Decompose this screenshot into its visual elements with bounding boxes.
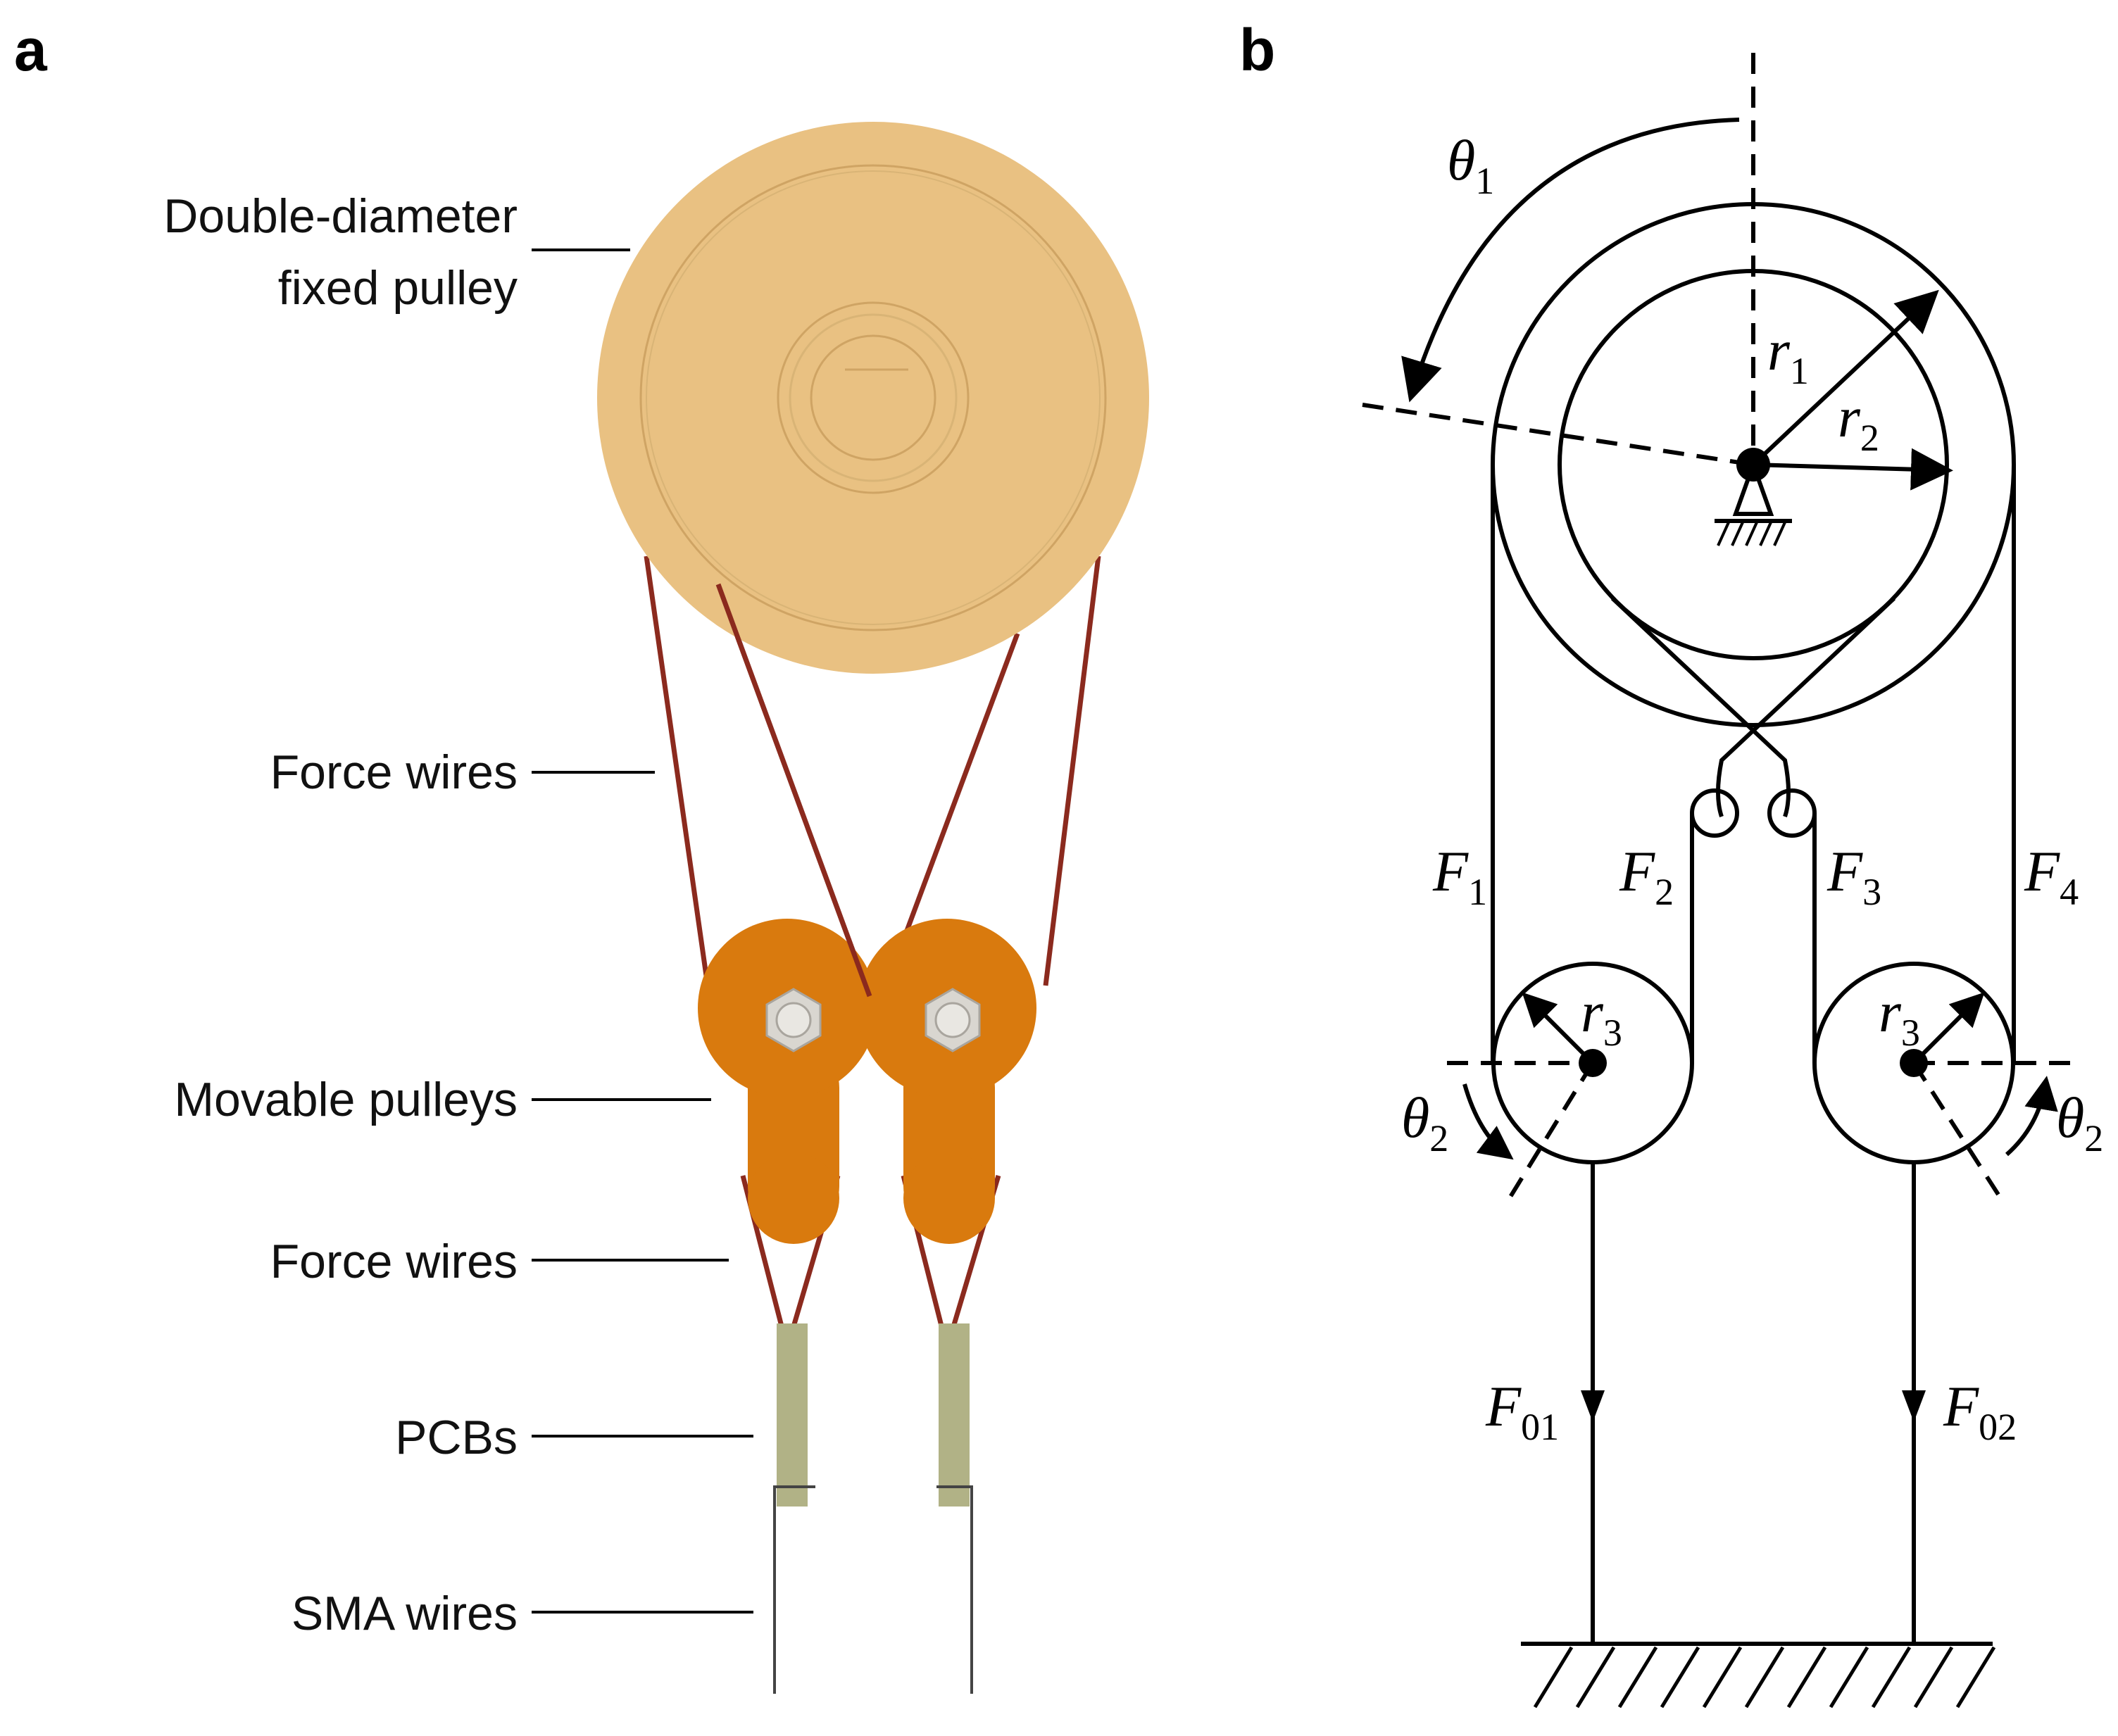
theta1-arc <box>1401 118 1740 403</box>
label-F3: F3 <box>1826 839 1881 913</box>
label-F2: F2 <box>1619 839 1674 913</box>
callout-movable-pulleys: Movable pulleys <box>174 1073 518 1126</box>
panel-b-label: b <box>1239 17 1275 83</box>
r2-arrow <box>1753 448 1953 491</box>
label-F1: F1 <box>1432 839 1487 913</box>
theta2-arc-right <box>2005 1076 2058 1157</box>
right-pulley-pivot <box>1900 1049 1928 1077</box>
left-rotated-axis <box>1508 1062 1595 1198</box>
crossed-wire-a <box>1610 596 1791 817</box>
movable-pulley-right <box>858 919 1036 1244</box>
label-r1: r1 <box>1767 318 1809 392</box>
panel-a-callouts: Double-diameter fixed pulley Force wires… <box>163 189 753 1640</box>
pivot-hatching <box>1717 522 1786 546</box>
panel-b: b <box>1239 17 2103 1709</box>
symbol-labels: θ1 r1 r2 F1 F2 F3 F4 r3 r3 θ2 θ2 F01 F02 <box>1401 128 2103 1448</box>
callout-pcbs: PCBs <box>395 1411 518 1464</box>
callout-force-wires-top: Force wires <box>270 746 518 799</box>
left-pulley-pivot <box>1579 1049 1607 1077</box>
label-theta2-left: θ2 <box>1401 1086 1448 1159</box>
label-theta2-right: θ2 <box>2056 1086 2103 1159</box>
callout-force-wires-bottom: Force wires <box>270 1235 518 1288</box>
label-F4: F4 <box>2024 839 2079 913</box>
callout-fixed-pulley-line1: Double-diameter <box>163 189 518 243</box>
theta2-arc-left <box>1462 1083 1514 1160</box>
sma-wires <box>773 1485 973 1694</box>
r3-arrow-right <box>1912 992 1985 1065</box>
callout-fixed-pulley-line2: fixed pulley <box>278 261 518 315</box>
load-arrowhead-right <box>1902 1390 1926 1422</box>
label-r3-left: r3 <box>1581 980 1622 1054</box>
double-diameter-fixed-pulley <box>597 122 1149 674</box>
fixed-pulley-pivot <box>1736 448 1770 482</box>
label-F02: F02 <box>1943 1374 2017 1448</box>
movable-pulley-left <box>698 919 877 1244</box>
label-F01: F01 <box>1485 1374 1559 1448</box>
crossed-wire-b <box>1716 596 1896 817</box>
ground-hatching <box>1533 1646 1996 1709</box>
panel-a-label: a <box>14 17 48 83</box>
label-r3-right: r3 <box>1879 980 1920 1054</box>
pivot-support <box>1732 458 1774 516</box>
label-theta1: θ1 <box>1447 128 1494 202</box>
panel-a: a Double-diameter fixed pulley Force wir… <box>14 17 1149 1694</box>
right-rotated-axis <box>1912 1062 2002 1198</box>
pcbs <box>777 1323 970 1507</box>
r3-arrow-left <box>1522 992 1595 1065</box>
load-arrowhead-left <box>1581 1390 1605 1422</box>
callout-sma-wires: SMA wires <box>292 1587 518 1640</box>
r1-arrow <box>1751 289 1939 467</box>
label-r2: r2 <box>1838 385 1879 459</box>
idler-pulley-left <box>1690 788 1739 838</box>
crossing-force-wire <box>715 583 872 998</box>
idler-pulley-right <box>1767 788 1817 838</box>
